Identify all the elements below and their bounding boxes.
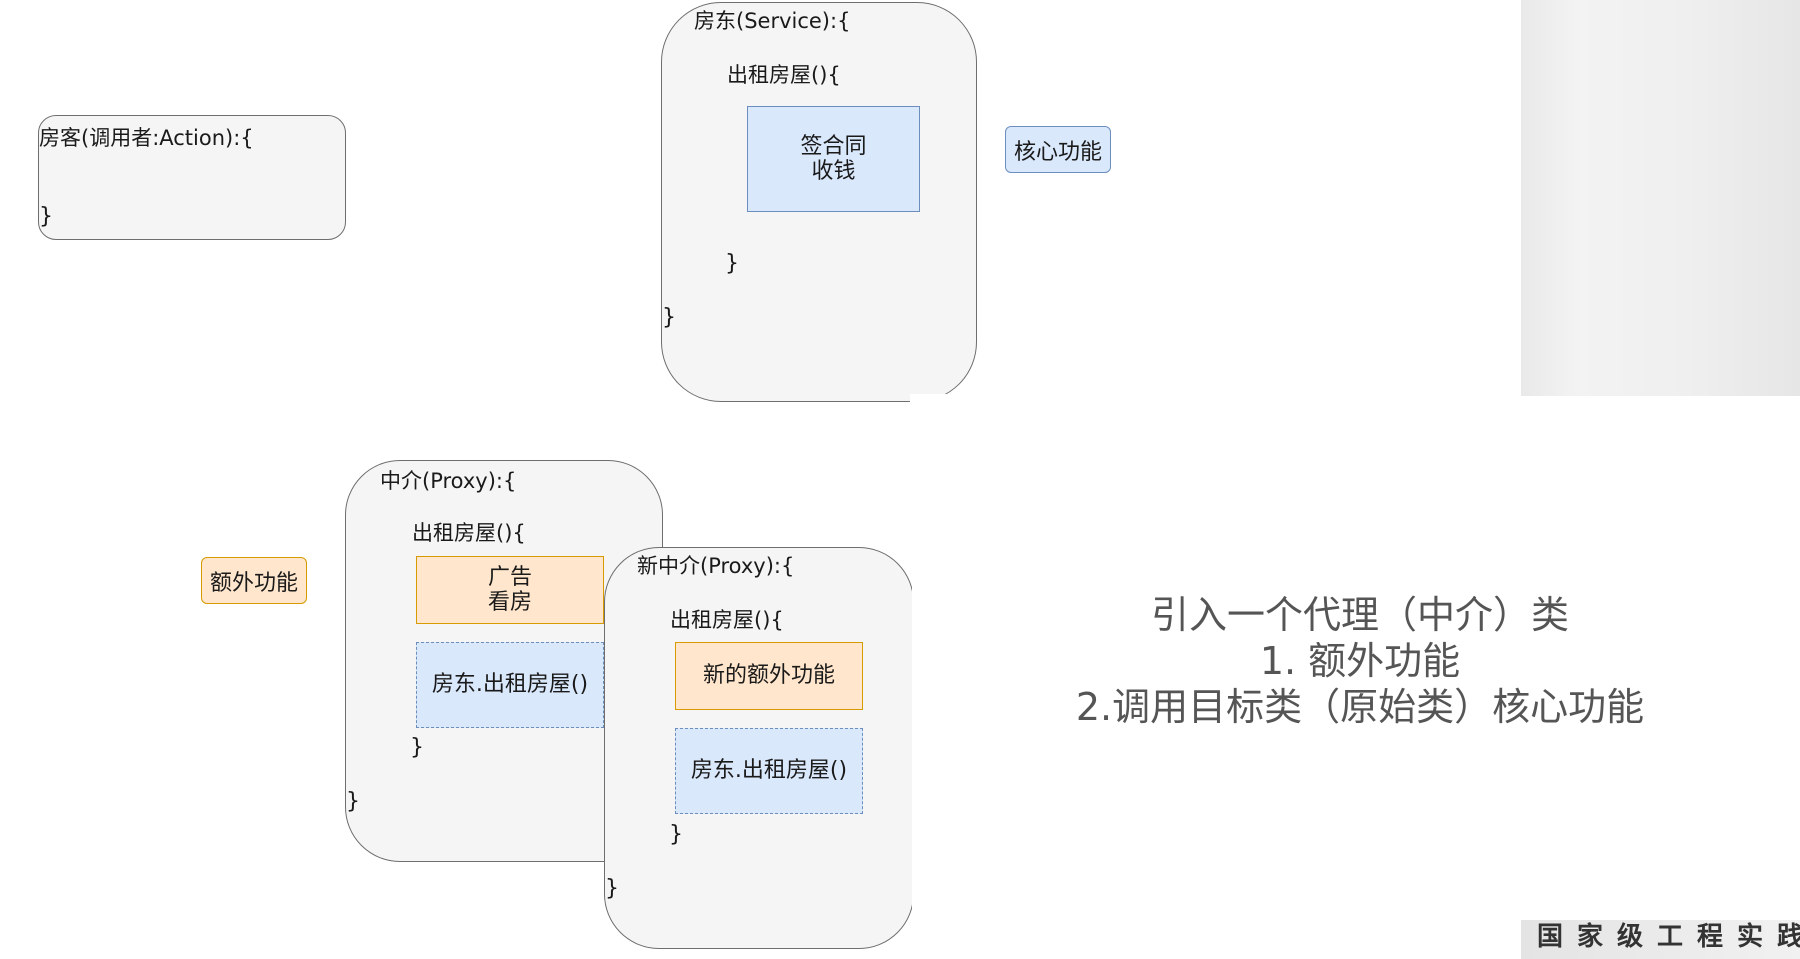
new-agent-extra-function-box: 新的额外功能 bbox=[675, 642, 863, 710]
landlord-method-close-brace: } bbox=[725, 251, 739, 276]
landlord-method: 出租房屋(){ bbox=[727, 63, 841, 87]
landlord-header: 房东(Service):{ bbox=[694, 9, 851, 33]
new-agent-header: 新中介(Proxy):{ bbox=[637, 554, 795, 578]
caption-block: 引入一个代理（中介）类 1. 额外功能 2.调用目标类（原始类）核心功能 bbox=[1020, 592, 1700, 742]
notch-mask bbox=[910, 394, 990, 408]
agent-extra-function-box: 广告 看房 bbox=[416, 556, 604, 624]
footer-banner-text: 国家级工程实践 bbox=[1537, 922, 1800, 952]
agent-extra-line-2: 看房 bbox=[487, 590, 532, 615]
new-agent-method: 出租房屋(){ bbox=[670, 608, 784, 632]
extra-function-tag: 额外功能 bbox=[201, 557, 307, 604]
caption-line-2: 1. 额外功能 bbox=[1259, 639, 1461, 683]
agent-method: 出租房屋(){ bbox=[412, 521, 526, 545]
core-function-box: 签合同 收钱 bbox=[747, 106, 920, 212]
new-agent-edge-mask bbox=[912, 540, 926, 959]
core-box-line-2: 收钱 bbox=[811, 159, 856, 184]
agent-header: 中介(Proxy):{ bbox=[380, 469, 517, 493]
caption-line-3: 2.调用目标类（原始类）核心功能 bbox=[1075, 685, 1645, 729]
new-agent-method-close-brace: } bbox=[669, 822, 683, 847]
core-tag-label: 核心功能 bbox=[1013, 139, 1102, 165]
footer-banner: 国家级工程实践 bbox=[1521, 920, 1800, 959]
landlord-close-brace: } bbox=[662, 305, 676, 330]
agent-call-label: 房东.出租房屋() bbox=[431, 672, 589, 698]
new-agent-close-brace: } bbox=[605, 876, 619, 901]
new-agent-call-landlord-box: 房东.出租房屋() bbox=[675, 728, 863, 814]
core-function-tag: 核心功能 bbox=[1005, 126, 1111, 173]
new-agent-extra-label: 新的额外功能 bbox=[702, 663, 835, 689]
caption-line-1: 引入一个代理（中介）类 bbox=[1150, 593, 1569, 637]
video-panel bbox=[1521, 0, 1800, 396]
agent-call-landlord-box: 房东.出租房屋() bbox=[416, 642, 604, 728]
new-agent-call-label: 房东.出租房屋() bbox=[690, 758, 848, 784]
core-box-line-1: 签合同 bbox=[800, 133, 867, 159]
tenant-close-brace: } bbox=[39, 204, 53, 229]
tenant-header: 房客(调用者:Action):{ bbox=[39, 126, 254, 150]
extra-tag-label: 额外功能 bbox=[209, 570, 298, 596]
agent-extra-line-1: 广告 bbox=[487, 564, 532, 590]
agent-method-close-brace: } bbox=[410, 735, 424, 760]
tenant-container: 房客(调用者:Action):{ } bbox=[38, 115, 346, 240]
agent-close-brace: } bbox=[346, 789, 360, 814]
